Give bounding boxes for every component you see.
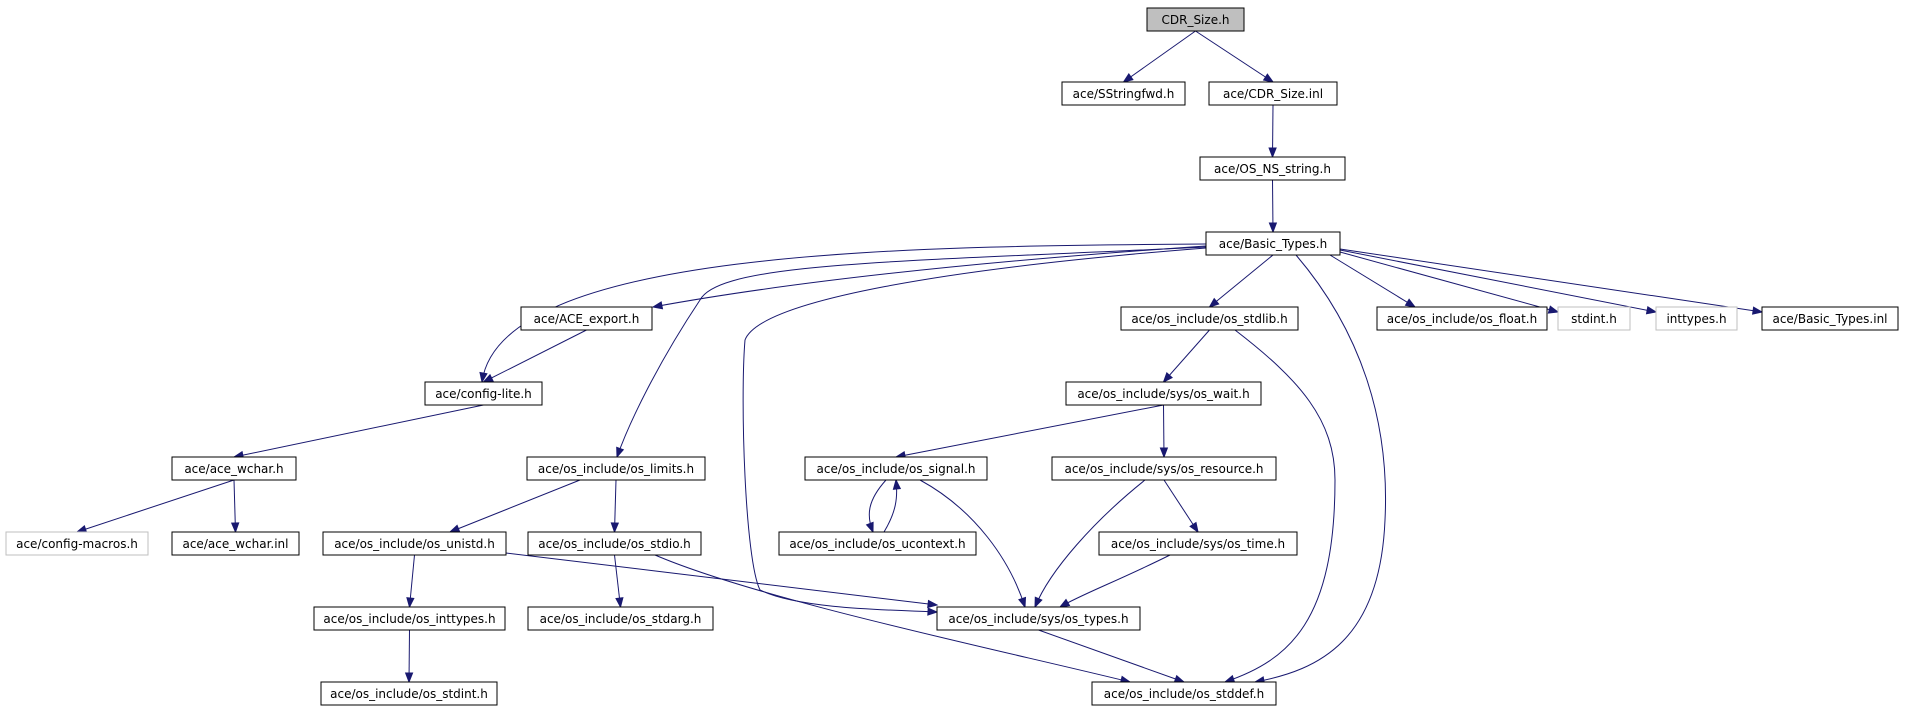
edge-config-lite-to-ace-wchar-h — [232, 404, 484, 460]
edge-os-resource-to-os-time — [1163, 479, 1199, 534]
node-label: ace/os_include/os_stdlib.h — [1131, 312, 1287, 326]
node-label: ace/os_include/os_limits.h — [538, 462, 694, 476]
node-config-lite[interactable]: ace/config-lite.h — [424, 381, 543, 406]
node-layer: CDR_Size.h ace/SStringfwd.h ace/CDR_Size… — [5, 7, 1899, 706]
node-ace-wchar-h[interactable]: ace/ace_wchar.h — [171, 456, 297, 481]
node-os-signal[interactable]: ace/os_include/os_signal.h — [804, 456, 988, 481]
node-inttypes-h[interactable]: inttypes.h — [1655, 306, 1738, 331]
edge-os-ucontext-to-os-signal — [883, 478, 902, 533]
edge-cdr-size-h-to-sstringfwd — [1122, 30, 1196, 83]
node-sstringfwd[interactable]: ace/SStringfwd.h — [1061, 81, 1186, 106]
edge-basic-types-h-to-os-limits — [616, 246, 1207, 459]
edge-basic-types-h-to-os-types — [742, 247, 1207, 616]
edge-os-inttypes-to-os-stdint — [404, 629, 414, 684]
node-label: ace/os_include/os_inttypes.h — [323, 612, 495, 626]
node-label: ace/Basic_Types.h — [1219, 237, 1327, 251]
node-os-wait[interactable]: ace/os_include/sys/os_wait.h — [1065, 381, 1262, 406]
edge-os-limits-to-os-stdio — [610, 479, 620, 534]
node-label: ace/os_include/sys/os_resource.h — [1064, 462, 1263, 476]
node-os-time[interactable]: ace/os_include/sys/os_time.h — [1098, 531, 1298, 556]
node-label: ace/os_include/os_stdint.h — [330, 687, 488, 701]
edge-ace-export-to-config-lite — [482, 329, 587, 383]
node-ace-export[interactable]: ace/ACE_export.h — [520, 306, 653, 331]
edge-cdr-size-h-to-cdr-size-inl — [1195, 30, 1275, 83]
edge-os-stdlib-to-os-wait — [1162, 329, 1210, 384]
node-os-stdint[interactable]: ace/os_include/os_stdint.h — [320, 681, 498, 706]
node-label: stdint.h — [1571, 312, 1617, 326]
edge-os-ns-string-to-basic-types-h — [1268, 179, 1278, 234]
node-config-macros[interactable]: ace/config-macros.h — [5, 531, 149, 556]
edge-os-types-to-os-stddef — [1038, 629, 1186, 683]
edge-basic-types-h-to-config-lite — [479, 243, 1207, 384]
node-label: inttypes.h — [1666, 312, 1726, 326]
node-label: ace/os_include/os_stdarg.h — [540, 612, 702, 626]
node-os-stdlib[interactable]: ace/os_include/os_stdlib.h — [1120, 306, 1299, 331]
edge-basic-types-h-to-os-stdlib — [1208, 254, 1274, 308]
node-label: ace/ACE_export.h — [534, 312, 640, 326]
edge-ace-wchar-h-to-ace-wchar-inl — [230, 479, 240, 534]
node-label: ace/ace_wchar.h — [184, 462, 283, 476]
edge-os-unistd-to-os-types — [505, 552, 939, 609]
node-os-stdio[interactable]: ace/os_include/os_stdio.h — [527, 531, 702, 556]
node-label: ace/os_include/sys/os_time.h — [1111, 537, 1285, 551]
node-label: ace/Basic_Types.inl — [1772, 312, 1887, 326]
node-label: ace/os_include/sys/os_wait.h — [1077, 387, 1249, 401]
node-os-limits[interactable]: ace/os_include/os_limits.h — [526, 456, 706, 481]
node-label: ace/os_include/os_stdio.h — [538, 537, 691, 551]
node-basic-types-inl[interactable]: ace/Basic_Types.inl — [1761, 306, 1899, 331]
edge-os-wait-to-os-signal — [894, 404, 1164, 460]
edge-os-signal-to-os-ucontext — [865, 479, 887, 534]
node-ace-wchar-inl[interactable]: ace/ace_wchar.inl — [171, 531, 300, 556]
edge-basic-types-h-to-os-float — [1329, 254, 1417, 308]
node-label: ace/config-lite.h — [435, 387, 532, 401]
node-os-stdarg[interactable]: ace/os_include/os_stdarg.h — [527, 606, 714, 631]
node-label: ace/os_include/os_signal.h — [817, 462, 976, 476]
edge-os-resource-to-os-types — [1034, 479, 1146, 609]
node-os-unistd[interactable]: ace/os_include/os_unistd.h — [322, 531, 507, 556]
edge-layer — [75, 30, 1764, 685]
edge-basic-types-h-to-ace-export — [651, 245, 1207, 310]
edge-os-wait-to-os-resource — [1159, 404, 1169, 459]
node-basic-types-h[interactable]: ace/Basic_Types.h — [1205, 231, 1341, 256]
edge-ace-wchar-h-to-config-macros — [75, 479, 235, 534]
node-os-resource[interactable]: ace/os_include/sys/os_resource.h — [1051, 456, 1277, 481]
node-os-inttypes[interactable]: ace/os_include/os_inttypes.h — [313, 606, 506, 631]
edge-basic-types-h-to-basic-types-inl — [1339, 248, 1764, 315]
node-label: CDR_Size.h — [1161, 13, 1229, 27]
edge-os-limits-to-os-unistd — [448, 479, 581, 533]
node-os-types[interactable]: ace/os_include/sys/os_types.h — [936, 606, 1141, 631]
node-label: ace/SStringfwd.h — [1073, 87, 1175, 101]
edge-cdr-size-inl-to-os-ns-string — [1268, 104, 1277, 159]
node-label: ace/ace_wchar.inl — [182, 537, 288, 551]
node-os-ucontext[interactable]: ace/os_include/os_ucontext.h — [778, 531, 977, 556]
node-stdint-h[interactable]: stdint.h — [1557, 306, 1631, 331]
node-os-float[interactable]: ace/os_include/os_float.h — [1376, 306, 1548, 331]
node-os-ns-string[interactable]: ace/OS_NS_string.h — [1199, 156, 1346, 181]
node-label: ace/CDR_Size.inl — [1223, 87, 1323, 101]
edge-basic-types-h-to-stdint-h — [1339, 251, 1560, 314]
edge-os-unistd-to-os-inttypes — [406, 554, 415, 609]
edge-os-stdio-to-os-stdarg — [614, 554, 624, 609]
edge-basic-types-h-to-inttypes-h — [1339, 249, 1658, 315]
node-cdr-size-inl[interactable]: ace/CDR_Size.inl — [1208, 81, 1338, 106]
node-label: ace/os_include/sys/os_types.h — [948, 612, 1128, 626]
node-cdr-size-h[interactable]: CDR_Size.h — [1146, 7, 1245, 32]
edge-os-signal-to-os-types — [919, 479, 1027, 609]
node-label: ace/os_include/os_stddef.h — [1104, 687, 1264, 701]
edge-os-time-to-os-types — [1058, 554, 1171, 608]
node-label: ace/OS_NS_string.h — [1214, 162, 1331, 176]
node-label: ace/os_include/os_float.h — [1387, 312, 1537, 326]
node-label: ace/os_include/os_ucontext.h — [789, 537, 965, 551]
node-label: ace/os_include/os_unistd.h — [334, 537, 495, 551]
node-os-stddef[interactable]: ace/os_include/os_stddef.h — [1091, 681, 1277, 706]
node-label: ace/config-macros.h — [16, 537, 138, 551]
